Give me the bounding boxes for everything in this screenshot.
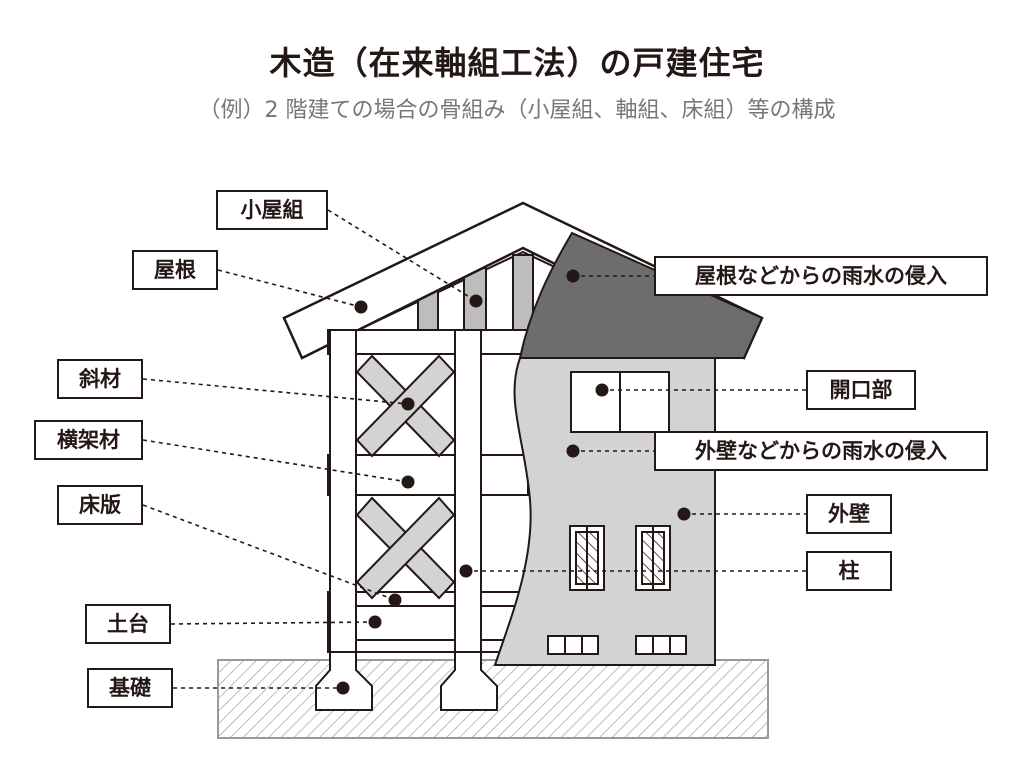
foundation-vents [547,635,687,655]
roof-dark-section [518,231,764,359]
label-wall-rain: 外壁などからの雨水の侵入 [654,431,988,471]
label-dodai: 土台 [85,604,171,644]
label-yane: 屋根 [132,250,218,290]
leader-lines [142,209,806,689]
page-title: 木造（在来軸組工法）の戸建住宅 [269,44,765,82]
label-roof-rain: 屋根などからの雨水の侵入 [654,256,988,296]
window-upper [570,371,670,433]
label-kaikoubu: 開口部 [806,370,916,410]
label-yukaban: 床版 [57,485,143,525]
page-subtitle: （例）2 階建ての場合の骨組み（小屋組、軸組、床組）等の構成 [198,98,836,123]
window-lower-left [569,525,605,591]
label-hashira: 柱 [806,551,892,591]
label-okakezai: 横架材 [34,420,143,460]
label-kiso: 基礎 [87,668,173,708]
callout-dots [336,269,691,695]
ground [217,659,769,739]
window-lower-right [635,525,671,591]
label-shazai: 斜材 [57,359,143,399]
label-gaiheki: 外壁 [806,494,892,534]
posts [329,329,482,661]
foundation-footings [315,651,498,711]
label-koyagumi: 小屋組 [216,190,328,230]
